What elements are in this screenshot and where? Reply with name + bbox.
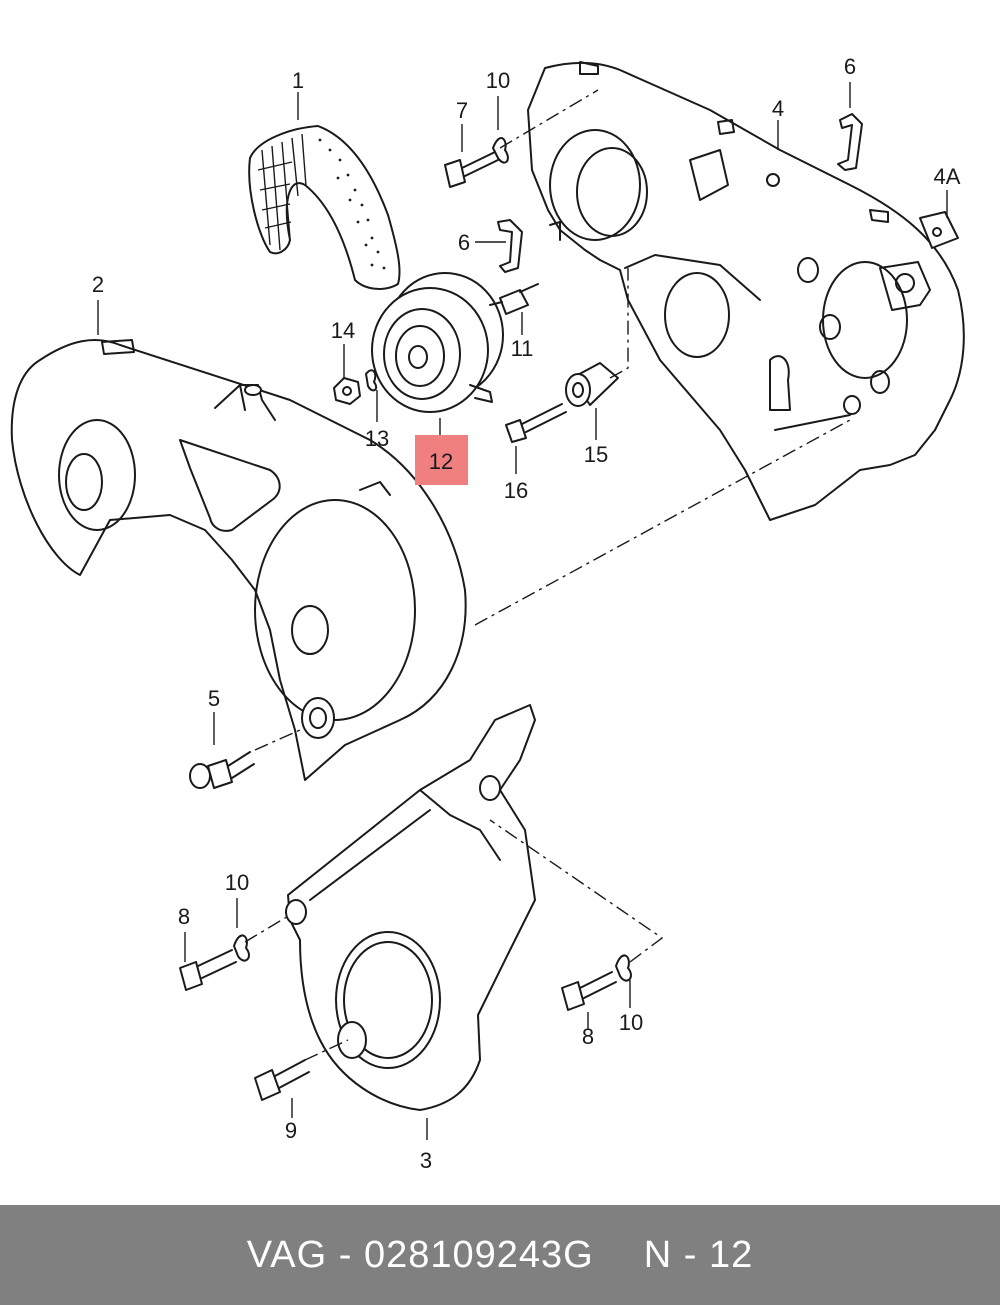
washer-10-top [492, 137, 509, 164]
highlight-box [415, 435, 468, 485]
tensioner-pulley-part [371, 272, 504, 413]
bolt-16 [505, 403, 567, 443]
clip-6-top [837, 113, 863, 171]
callout-13: 13 [365, 426, 389, 451]
callout-14: 14 [331, 318, 355, 343]
callout-8-right: 8 [582, 1024, 594, 1049]
clip-4A [919, 211, 959, 249]
callout-3: 3 [420, 1148, 432, 1173]
footer-position: N - 12 [643, 1233, 754, 1276]
callout-15: 15 [584, 442, 608, 467]
washer-10-left [233, 934, 250, 962]
callout-6-mid: 6 [458, 230, 470, 255]
bolt-8-left [179, 949, 237, 991]
footer-part-number: VAG - 028109243G [246, 1233, 594, 1276]
nut-14 [333, 377, 361, 405]
callout-10-top: 10 [486, 68, 510, 93]
bolt-9 [254, 1059, 310, 1101]
stud-11 [489, 283, 539, 315]
leader-lines [97, 82, 948, 1140]
callout-2: 2 [92, 272, 104, 297]
timing-belt-part [248, 125, 401, 290]
assembly-lines [244, 89, 851, 1061]
callout-1: 1 [292, 68, 304, 93]
footer-bar: VAG - 028109243G N - 12 [0, 1205, 1000, 1305]
callout-11: 11 [511, 336, 534, 361]
upper-front-cover-part [10, 339, 467, 781]
callout-16: 16 [504, 478, 528, 503]
idler-roller-part [565, 362, 619, 407]
callout-9: 9 [285, 1118, 297, 1143]
washer-13 [365, 369, 378, 392]
callout-4: 4 [772, 96, 784, 121]
bolt-7 [444, 151, 499, 188]
exploded-parts-diagram: 1 2 3 4 4A 5 6 6 7 8 8 9 10 10 10 11 12 … [10, 54, 965, 1173]
callout-5: 5 [208, 686, 220, 711]
callout-labels: 1 2 3 4 4A 5 6 6 7 8 8 9 10 10 10 11 12 … [92, 54, 961, 1173]
bolt-5 [189, 751, 255, 789]
callout-10-right: 10 [619, 1010, 643, 1035]
callout-7: 7 [456, 98, 468, 123]
callout-10-left: 10 [225, 870, 249, 895]
callout-4a: 4A [934, 164, 961, 189]
callout-12: 12 [429, 449, 453, 474]
callout-6-top: 6 [844, 54, 856, 79]
washer-10-right [615, 954, 632, 982]
callout-8-left: 8 [178, 904, 190, 929]
rear-cover-plate-part [527, 61, 965, 521]
bolt-8-right [561, 971, 617, 1011]
clip-6-mid [497, 219, 523, 273]
lower-cover-part [285, 704, 536, 1111]
